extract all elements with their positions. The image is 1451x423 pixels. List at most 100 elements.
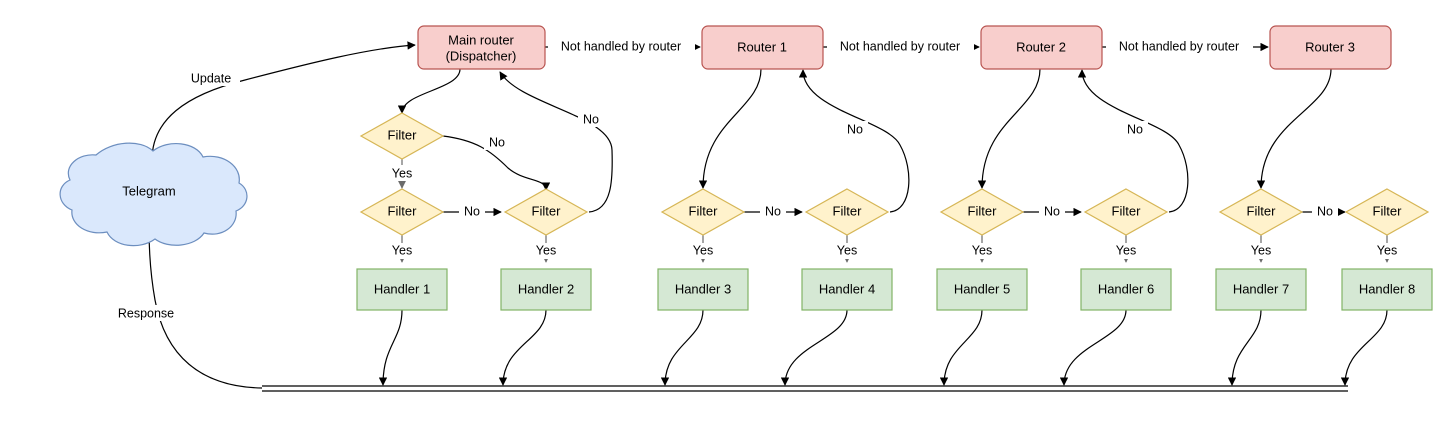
handler-3-label: Handler 3 (675, 281, 731, 296)
label-yes-2: Yes (527, 243, 565, 259)
node-handler-5[interactable]: Handler 5 (936, 268, 1028, 311)
svg-text:Not handled by router: Not handled by router (840, 39, 960, 53)
label-not-handled-3: Not handled by router (1106, 39, 1253, 55)
node-filter-1[interactable]: Filter (359, 188, 445, 236)
label-no-3: No (760, 204, 786, 220)
label-yes-0: Yes (383, 165, 421, 181)
node-filter-7[interactable]: Filter (1218, 188, 1304, 236)
node-filter-6[interactable]: Filter (1083, 188, 1169, 236)
node-handler-4[interactable]: Handler 4 (801, 268, 893, 311)
edge-router2-to-filter5 (977, 68, 1041, 189)
edge-handler2-to-bus (660, 309, 704, 386)
label-no-5: No (1039, 204, 1065, 220)
label-yes-6: Yes (1107, 243, 1145, 259)
router-3-label: Router 3 (1305, 39, 1355, 54)
filter-1-label: Filter (388, 203, 418, 218)
svg-text:No: No (583, 112, 599, 126)
svg-text:No: No (765, 204, 781, 218)
label-no-0: No (484, 134, 510, 150)
node-handler-8[interactable]: Handler 8 (1341, 268, 1433, 311)
svg-text:Yes: Yes (392, 243, 412, 257)
router-2-label: Router 2 (1016, 39, 1066, 54)
router-1-label: Router 1 (737, 39, 787, 54)
node-main-router[interactable]: Main router (Dispatcher) (417, 25, 546, 70)
edge-router0-to-filter0 (397, 68, 461, 114)
edge-handler7-to-bus (1340, 309, 1388, 386)
filter-0-label: Filter (388, 127, 418, 142)
handler-8-label: Handler 8 (1359, 281, 1415, 296)
svg-text:No: No (847, 122, 863, 136)
edge-router1-to-filter3 (698, 68, 762, 189)
edge-handler4-to-bus (939, 309, 983, 386)
svg-text:Yes: Yes (1377, 243, 1397, 257)
filter-7-label: Filter (1247, 203, 1277, 218)
node-handler-6[interactable]: Handler 6 (1080, 268, 1172, 311)
label-not-handled-1: Not handled by router (548, 39, 695, 55)
node-telegram-cloud[interactable]: Telegram (59, 142, 248, 247)
svg-text:Response: Response (118, 306, 174, 320)
svg-text:Update: Update (191, 71, 231, 85)
svg-text:Yes: Yes (392, 166, 412, 180)
node-router-2[interactable]: Router 2 (980, 25, 1103, 70)
edge-handler3-to-bus (780, 309, 848, 386)
svg-text:Yes: Yes (1116, 243, 1136, 257)
node-handler-1[interactable]: Handler 1 (356, 268, 448, 311)
main-router-label-line2: (Dispatcher) (446, 48, 517, 63)
filter-2-label: Filter (532, 203, 562, 218)
handler-7-label: Handler 7 (1233, 281, 1289, 296)
label-no-4: No (842, 121, 868, 137)
svg-text:No: No (1127, 122, 1143, 136)
node-router-3[interactable]: Router 3 (1269, 25, 1392, 70)
label-yes-3: Yes (684, 243, 722, 259)
edge-filter6-no-to-router2 (1077, 69, 1189, 213)
node-filter-2[interactable]: Filter (503, 188, 589, 236)
svg-text:Yes: Yes (536, 243, 556, 257)
node-handler-7[interactable]: Handler 7 (1215, 268, 1307, 311)
node-router-1[interactable]: Router 1 (701, 25, 824, 70)
label-not-handled-2: Not handled by router (827, 39, 974, 55)
label-no-6: No (1122, 121, 1148, 137)
svg-text:No: No (1044, 204, 1060, 218)
edge-filter4-no-to-router1 (798, 69, 910, 213)
filter-4-label: Filter (833, 203, 863, 218)
node-handler-3[interactable]: Handler 3 (657, 268, 749, 311)
label-yes-7: Yes (1242, 243, 1280, 259)
filter-6-label: Filter (1112, 203, 1142, 218)
edge-handler1-to-bus (498, 309, 547, 386)
label-no-2: No (578, 111, 604, 127)
node-handler-2[interactable]: Handler 2 (500, 268, 592, 311)
edge-filter0-no-to-filter2 (442, 135, 551, 191)
label-yes-1: Yes (383, 243, 421, 259)
node-filter-3[interactable]: Filter (660, 188, 746, 236)
edge-handler0-to-bus (378, 309, 403, 386)
label-update: Update (182, 70, 240, 86)
svg-text:Not handled by router: Not handled by router (561, 39, 681, 53)
handler-4-label: Handler 4 (819, 281, 875, 296)
svg-text:Not handled by router: Not handled by router (1119, 39, 1239, 53)
handler-6-label: Handler 6 (1098, 281, 1154, 296)
label-yes-8: Yes (1368, 243, 1406, 259)
edge-handler5-to-bus (1059, 309, 1127, 386)
svg-text:No: No (1317, 204, 1333, 218)
filter-3-label: Filter (689, 203, 719, 218)
node-filter-0[interactable]: Filter (359, 112, 445, 160)
filter-5-label: Filter (968, 203, 998, 218)
svg-text:No: No (464, 204, 480, 218)
svg-text:Yes: Yes (972, 243, 992, 257)
node-filter-8[interactable]: Filter (1344, 188, 1430, 236)
filter-8-label: Filter (1373, 203, 1403, 218)
node-filter-4[interactable]: Filter (804, 188, 890, 236)
node-filter-5[interactable]: Filter (939, 188, 1025, 236)
svg-text:No: No (489, 135, 505, 149)
response-bus (262, 385, 1348, 392)
edge-router3-to-filter7 (1256, 68, 1332, 189)
main-router-label-line1: Main router (448, 32, 514, 47)
label-no-1: No (459, 204, 485, 220)
edge-update (151, 41, 416, 161)
telegram-label: Telegram (122, 183, 175, 198)
label-yes-5: Yes (963, 243, 1001, 259)
handler-2-label: Handler 2 (518, 281, 574, 296)
svg-text:Yes: Yes (837, 243, 857, 257)
edge-handler6-to-bus (1227, 309, 1262, 386)
